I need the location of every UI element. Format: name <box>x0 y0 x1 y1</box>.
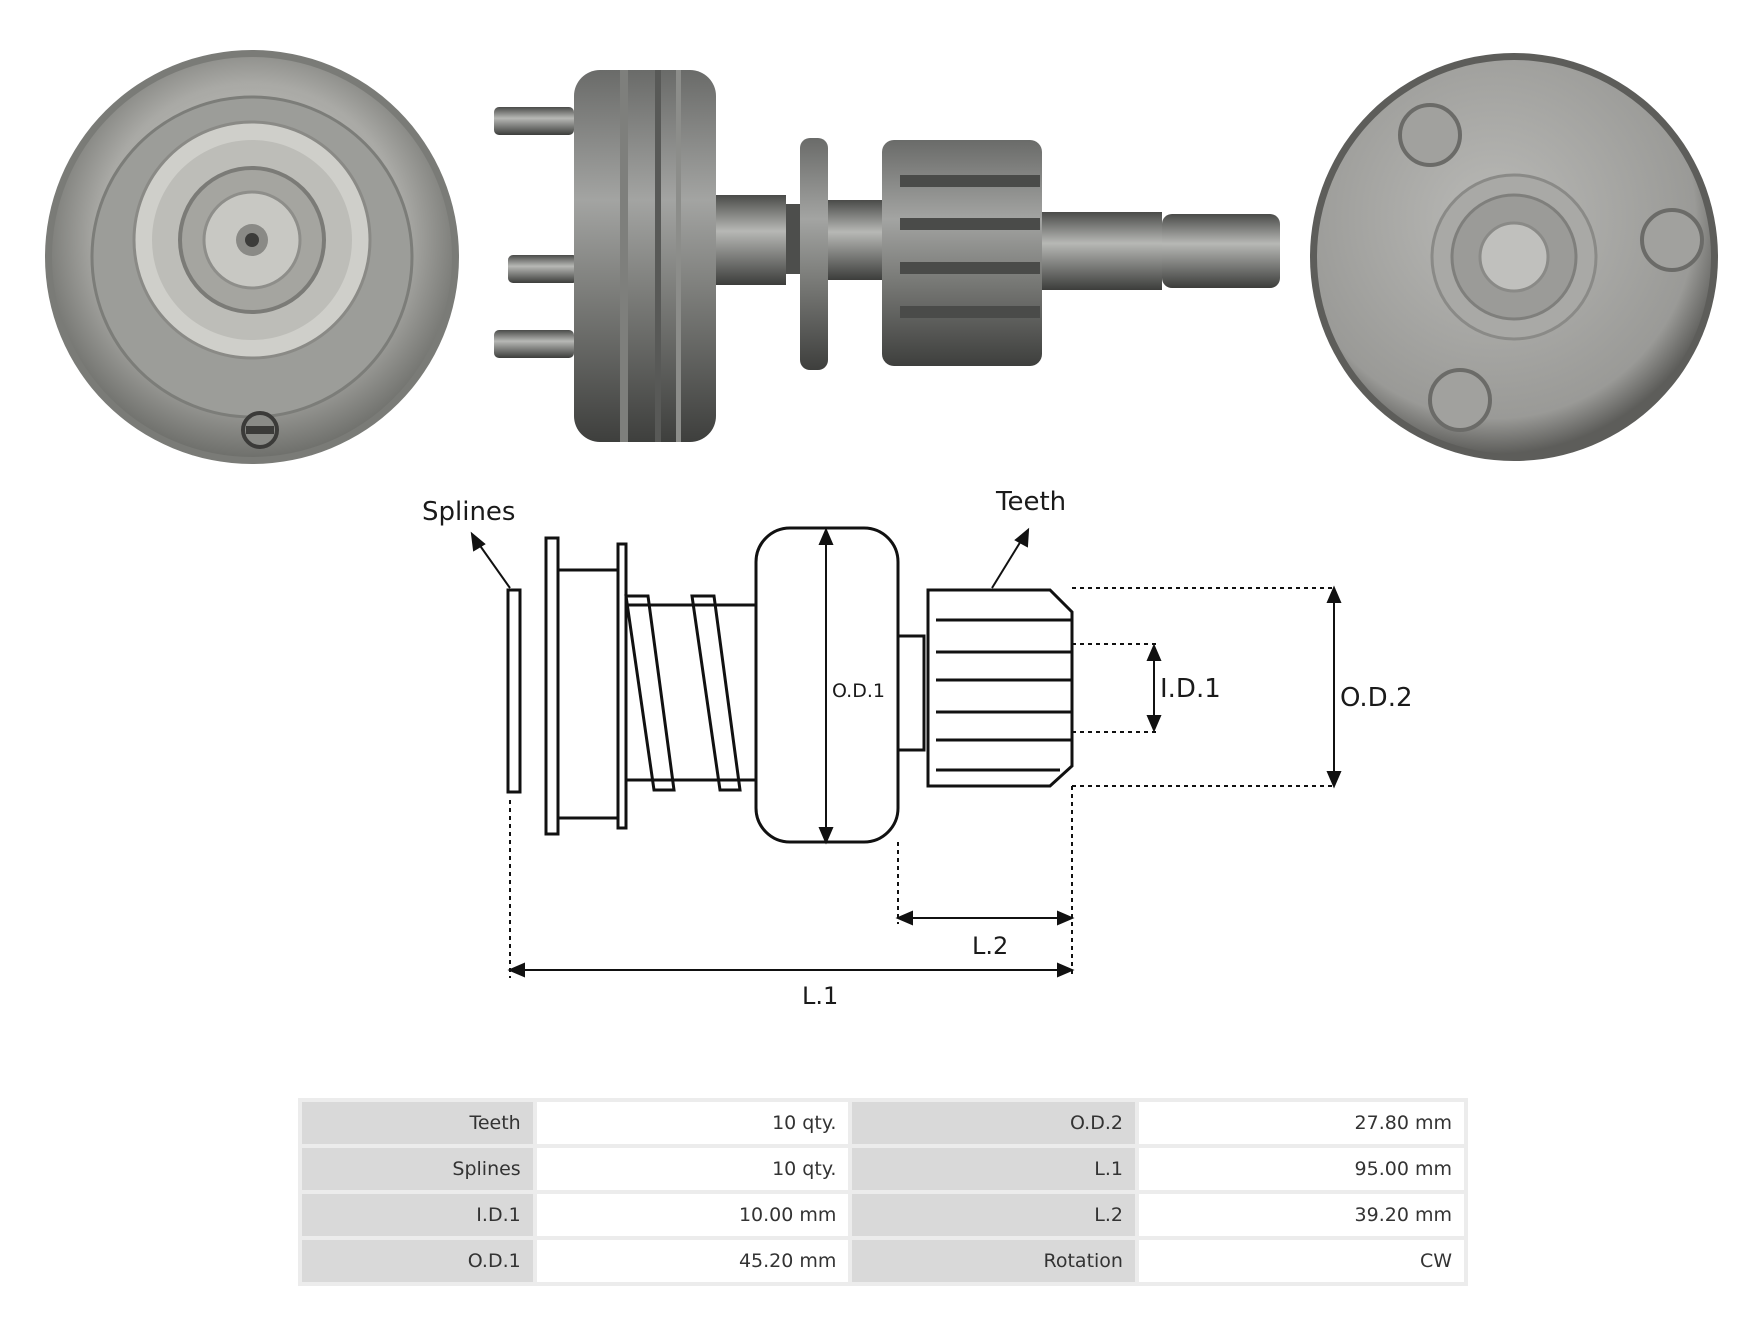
label-splines: Splines <box>422 497 515 527</box>
label-od2: O.D.2 <box>1340 683 1413 713</box>
dimension-lines <box>470 527 1342 978</box>
mounting-pin <box>1398 103 1704 432</box>
back-view-photo <box>1310 53 1718 461</box>
pinion-gear <box>132 120 372 360</box>
label-l1: L.1 <box>802 982 838 1010</box>
specifications-table: Teeth 10 qty. O.D.2 27.80 mm Splines 10 … <box>298 1098 1468 1286</box>
spec-value: 27.80 mm <box>1138 1102 1464 1144</box>
spec-key: L.1 <box>852 1148 1135 1190</box>
label-id1: I.D.1 <box>1160 674 1221 704</box>
technical-drawing <box>506 526 1074 844</box>
spec-value: 95.00 mm <box>1138 1148 1464 1190</box>
spec-value: 10 qty. <box>536 1148 849 1190</box>
spec-key: Teeth <box>302 1102 533 1144</box>
spec-value: 10.00 mm <box>536 1194 849 1236</box>
spec-key: O.D.2 <box>852 1102 1135 1144</box>
spec-key: Rotation <box>852 1240 1135 1282</box>
dimension-labels: Splines Teeth O.D.1 I.D.1 O.D.2 L.2 L.1 <box>422 487 1413 1010</box>
side-view-photo <box>494 70 1280 442</box>
front-view-photo <box>45 50 459 464</box>
spec-value: 39.20 mm <box>1138 1194 1464 1236</box>
table-row: Splines 10 qty. L.1 95.00 mm <box>302 1148 1464 1190</box>
label-l2: L.2 <box>972 932 1008 960</box>
table-row: Teeth 10 qty. O.D.2 27.80 mm <box>302 1102 1464 1144</box>
spec-value: CW <box>1138 1240 1464 1282</box>
spec-key: O.D.1 <box>302 1240 533 1282</box>
table-row: O.D.1 45.20 mm Rotation CW <box>302 1240 1464 1282</box>
table-row: I.D.1 10.00 mm L.2 39.20 mm <box>302 1194 1464 1236</box>
label-teeth: Teeth <box>995 487 1066 517</box>
spec-key: L.2 <box>852 1194 1135 1236</box>
spec-key: I.D.1 <box>302 1194 533 1236</box>
spec-value: 10 qty. <box>536 1102 849 1144</box>
label-od1: O.D.1 <box>832 680 885 702</box>
spec-key: Splines <box>302 1148 533 1190</box>
spec-value: 45.20 mm <box>536 1240 849 1282</box>
